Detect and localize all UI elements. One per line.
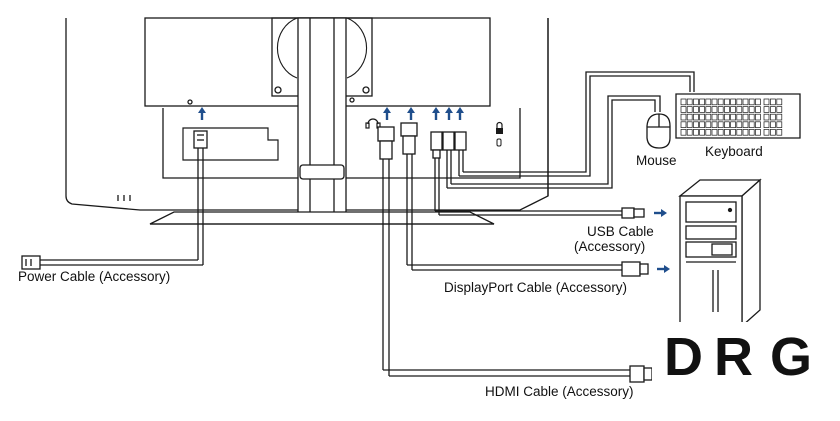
usb-cable-label-line2: (Accessory) <box>574 239 645 254</box>
mouse-label: Mouse <box>636 153 677 168</box>
keyboard-label: Keyboard <box>705 144 763 159</box>
up-arrow-icon <box>456 107 464 120</box>
usb-cable-label-line1: USB Cable <box>587 224 654 239</box>
power-cable <box>21 130 208 270</box>
hdmi-cable <box>377 126 653 383</box>
monitor-rear <box>65 17 549 225</box>
lock-slot <box>496 138 502 147</box>
displayport-cable-label: DisplayPort Cable (Accessory) <box>444 280 627 295</box>
drg-logo: D R G <box>652 322 840 387</box>
logo-letter-r: R <box>714 327 753 387</box>
logo-letter-g: G <box>770 327 812 387</box>
right-arrow-icon <box>654 209 670 273</box>
right-arrow-icon <box>654 209 667 217</box>
up-arrow-icon <box>407 107 415 120</box>
lock-icon <box>496 121 503 134</box>
up-arrow-icon <box>198 107 464 120</box>
hdmi-cable-label: HDMI Cable (Accessory) <box>485 384 634 399</box>
mouse-device <box>646 113 671 149</box>
headphone-icon <box>365 118 381 129</box>
displayport-cable <box>400 122 649 277</box>
usb-cable <box>430 131 645 219</box>
right-arrow-icon <box>657 265 670 273</box>
keyboard-device <box>675 93 801 139</box>
computer-tower <box>678 178 762 328</box>
up-arrow-icon <box>383 107 391 120</box>
keyboard-cable <box>442 71 695 189</box>
up-arrow-icon <box>198 107 206 120</box>
up-arrow-icon <box>445 107 453 120</box>
power-cable-label: Power Cable (Accessory) <box>18 269 170 284</box>
logo-letter-d: D <box>664 327 703 387</box>
up-arrow-icon <box>432 107 440 120</box>
power-port <box>182 127 279 161</box>
